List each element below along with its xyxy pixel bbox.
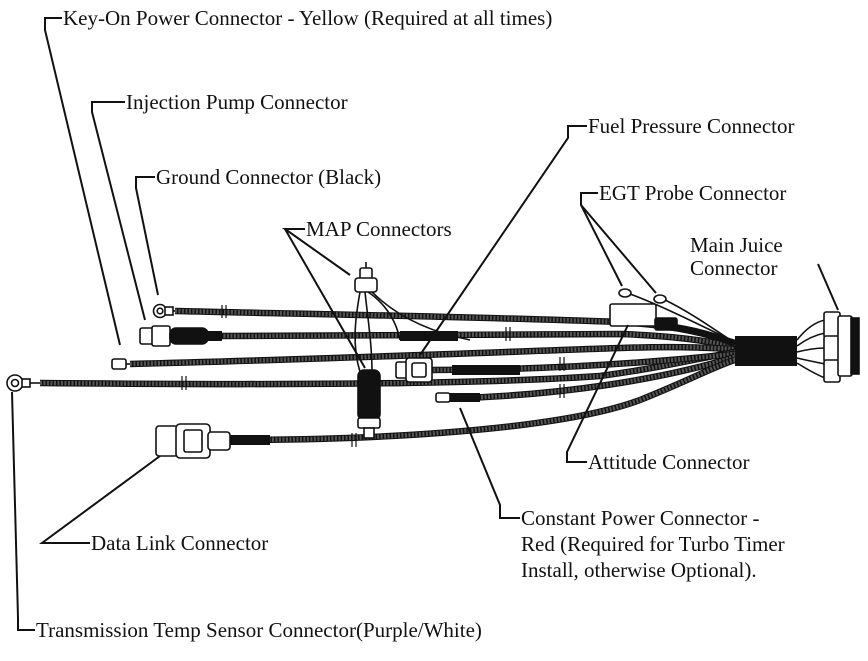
label-ground: Ground Connector (Black) xyxy=(156,165,381,189)
transmission-ring-terminal xyxy=(6,374,31,392)
data-link-plug xyxy=(155,423,231,459)
main-juice-connector xyxy=(735,311,860,383)
key-on-terminal xyxy=(111,358,127,370)
label-key-on: Key-On Power Connector - Yellow (Require… xyxy=(63,6,552,30)
label-map: MAP Connectors xyxy=(306,217,452,241)
labels: Key-On Power Connector - Yellow (Require… xyxy=(36,6,794,642)
label-constant-power-1: Constant Power Connector - xyxy=(521,506,760,530)
label-attitude: Attitude Connector xyxy=(588,450,750,474)
label-constant-power-2: Red (Required for Turbo Timer xyxy=(521,532,785,556)
egt-probe-terminals xyxy=(618,288,667,304)
map-connector-bottom xyxy=(357,369,381,439)
constant-power-terminal xyxy=(435,392,451,403)
label-main-juice-1: Main Juice xyxy=(690,233,783,257)
injection-pump-plug xyxy=(139,325,222,347)
constant-power-sheath xyxy=(450,393,480,402)
label-main-juice-2: Connector xyxy=(690,256,777,280)
fuel-pressure-sheath xyxy=(452,365,520,375)
data-link-sheath xyxy=(230,435,270,445)
label-data-link: Data Link Connector xyxy=(91,531,268,555)
label-constant-power-3: Install, otherwise Optional). xyxy=(521,558,757,582)
leader-lines xyxy=(11,17,839,631)
harness-wires xyxy=(39,307,737,444)
label-fuel-pressure: Fuel Pressure Connector xyxy=(588,114,794,138)
label-transmission: Transmission Temp Sensor Connector(Purpl… xyxy=(36,618,482,642)
label-injection-pump: Injection Pump Connector xyxy=(126,90,348,114)
ground-ring-terminal xyxy=(152,303,174,319)
map-connector-top xyxy=(354,262,378,293)
attitude-plug xyxy=(609,303,678,331)
fuel-pressure-plug xyxy=(395,357,433,383)
injection-pump-sheath xyxy=(400,331,458,341)
label-egt-probe: EGT Probe Connector xyxy=(599,181,786,205)
